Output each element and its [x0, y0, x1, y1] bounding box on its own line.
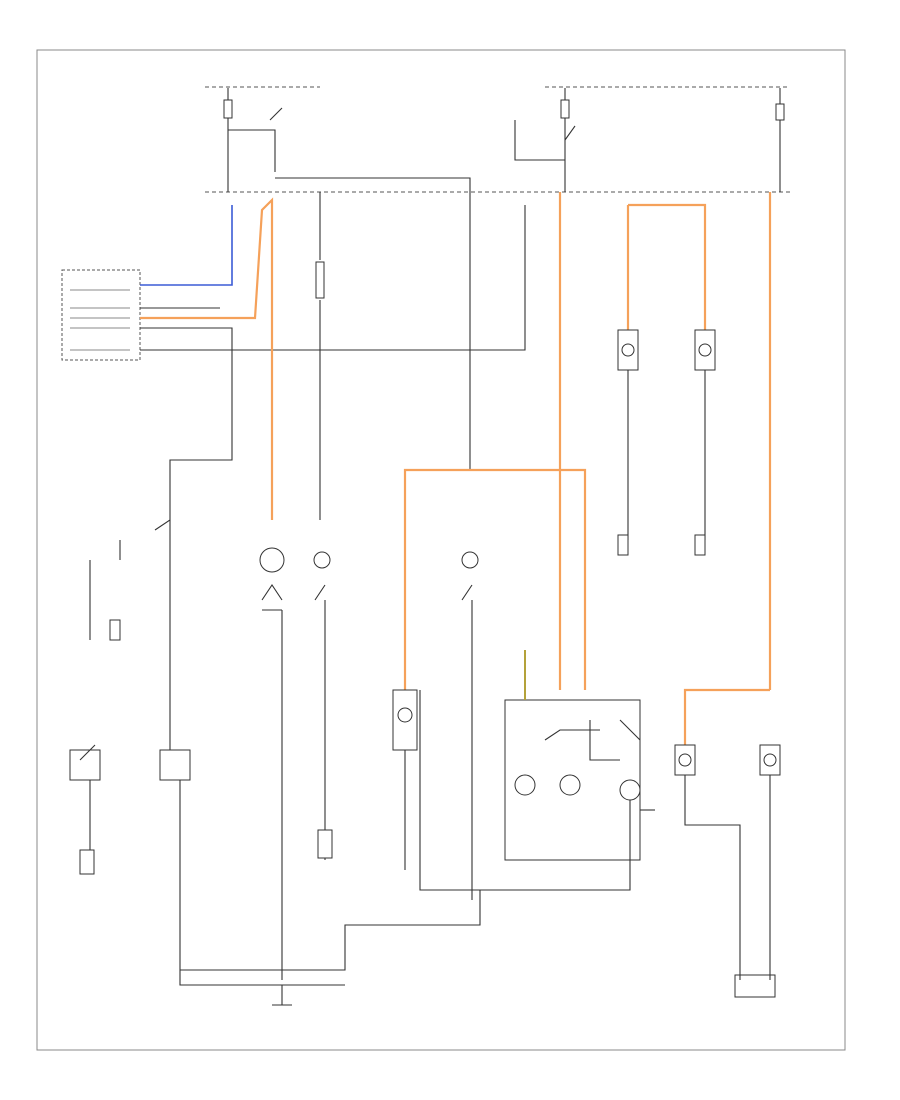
- ground-bus-upper: [180, 890, 481, 971]
- dimmer-signal-wire: [140, 205, 233, 286]
- bulb-icon: [514, 774, 536, 796]
- passenger-switch-icon: [315, 261, 325, 299]
- left-door-switch-group: [69, 500, 191, 970]
- front-courtesy-switch: [461, 551, 479, 900]
- left-vanity-mirror: [674, 744, 741, 980]
- bulb-icon: [559, 774, 581, 796]
- passenger-door-switch: [313, 551, 331, 830]
- fuse-left-group: [223, 88, 283, 192]
- bulb-icon: [313, 551, 331, 569]
- right-lamp-feed-wire: [628, 203, 707, 330]
- left-courtesy-lamp: [617, 329, 639, 556]
- bulb-icon: [259, 547, 285, 573]
- fuse-icon: [560, 99, 570, 119]
- diagram-frame: [36, 49, 846, 1051]
- bulb-icon: [619, 779, 641, 801]
- bulb-icon: [698, 343, 712, 357]
- fuse-far-right-group: [775, 88, 785, 192]
- right-vanity-mirror: [734, 744, 781, 998]
- body-control-module: [61, 269, 141, 361]
- illumination-feed-wire: [240, 197, 274, 520]
- fuse-icon: [223, 99, 233, 119]
- ground-bus-lower: [179, 970, 345, 986]
- connector-icon: [317, 829, 333, 859]
- bulb-icon: [678, 753, 692, 767]
- instrument-panel-switch: [259, 547, 285, 980]
- fuse-right-group: [514, 88, 576, 192]
- bulb-icon: [461, 551, 479, 569]
- bulb-icon: [397, 707, 413, 723]
- bulb-icon: [763, 753, 777, 767]
- headlamp-switch-dimmer: [419, 650, 655, 891]
- fuse-icon: [775, 103, 785, 121]
- bulb-icon: [621, 343, 635, 357]
- right-courtesy-lamp: [694, 329, 716, 556]
